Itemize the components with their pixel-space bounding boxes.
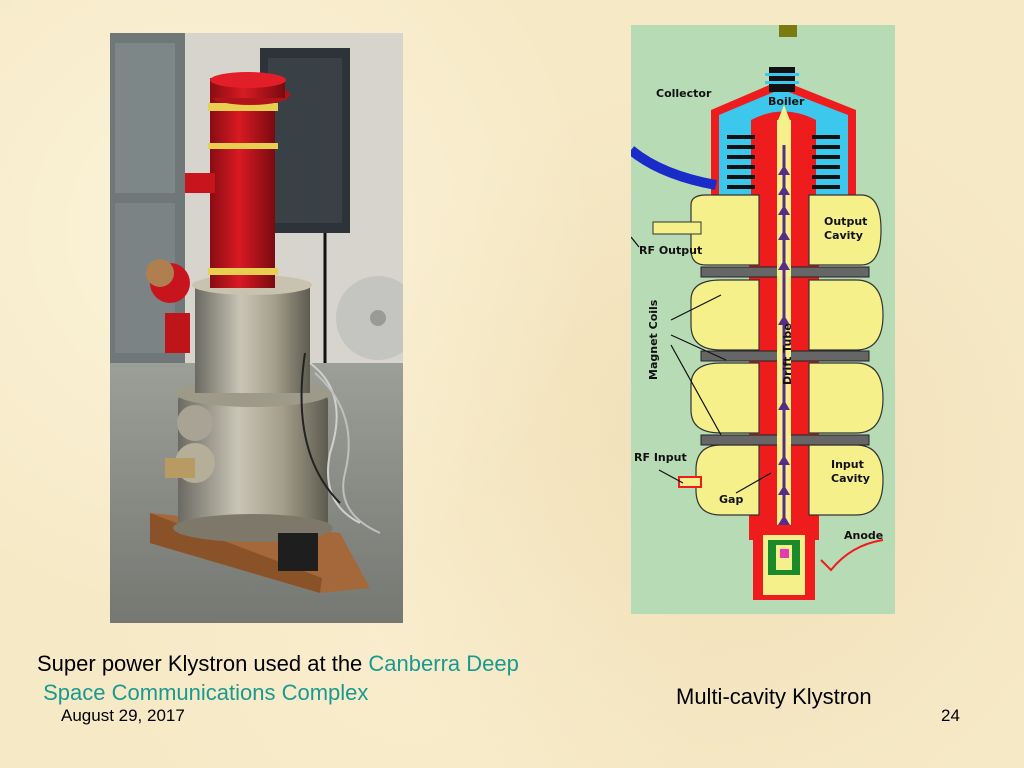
diagram-caption: Multi-cavity Klystron bbox=[676, 684, 872, 709]
footer-date: August 29, 2017 bbox=[61, 706, 185, 725]
label-collector: Collector bbox=[656, 87, 712, 100]
label-magnet-coils: Magnet Coils bbox=[647, 299, 660, 380]
caption-text: Super power Klystron used at the bbox=[37, 651, 369, 676]
klystron-diagram: Collector Boiler Output Cavity RF Output… bbox=[631, 25, 895, 614]
klystron-photo bbox=[110, 33, 403, 623]
label-anode: Anode bbox=[844, 529, 883, 542]
label-drift-tube: Drift Tube bbox=[781, 323, 794, 385]
label-rf-input: RF Input bbox=[634, 451, 687, 464]
caption-highlight-2: Space Communications Complex bbox=[43, 680, 369, 705]
page-number: 24 bbox=[941, 706, 960, 725]
photo-caption: Super power Klystron used at the Canberr… bbox=[37, 649, 637, 707]
label-boiler: Boiler bbox=[768, 95, 805, 108]
label-output-2: Cavity bbox=[824, 229, 863, 242]
label-output-1: Output bbox=[824, 215, 867, 228]
label-gap: Gap bbox=[719, 493, 743, 506]
label-rf-output: RF Output bbox=[639, 244, 702, 257]
label-input-2: Cavity bbox=[831, 472, 870, 485]
caption-highlight-1: Canberra Deep bbox=[368, 651, 519, 676]
label-input-1: Input bbox=[831, 458, 864, 471]
